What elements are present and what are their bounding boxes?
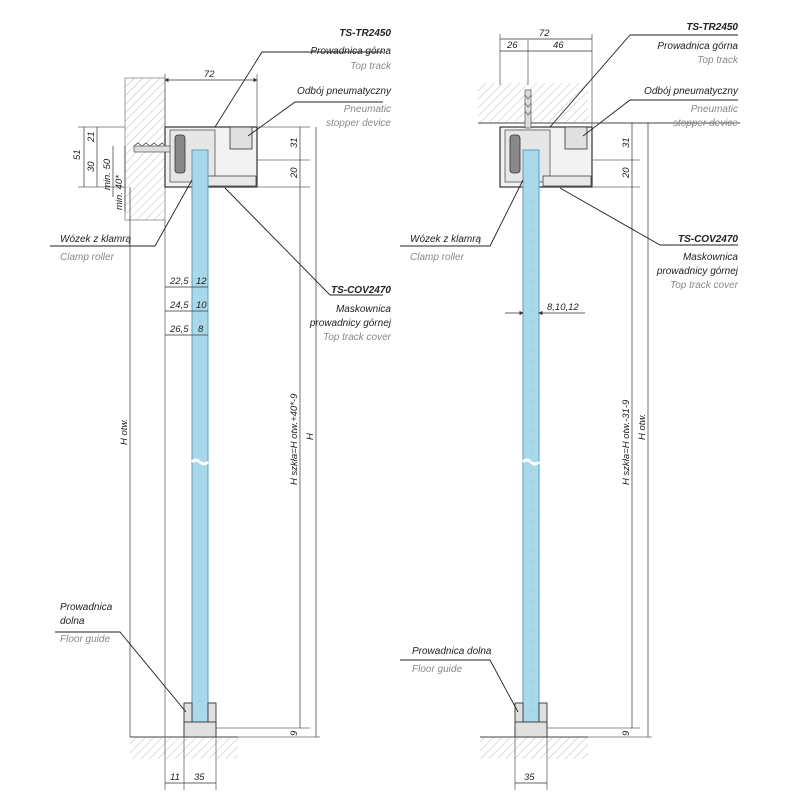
right-cover-pl1: Maskownica	[683, 252, 738, 263]
right-floor-guide-pl: Prowadnica dolna	[412, 646, 492, 657]
right-floor	[480, 737, 588, 759]
left-dim-h: H	[305, 433, 316, 440]
right-cover-pl2: prowadnicy górnej	[656, 266, 739, 277]
left-glass-panel	[191, 149, 209, 724]
left-dim-72: 72	[204, 69, 215, 80]
right-dim-hotw: H otw.	[637, 414, 648, 440]
right-dim-glass: 8,10,12	[547, 302, 579, 313]
right-stopper-en1: Pneumatic	[691, 104, 738, 115]
left-cover-pl2: prowadnicy górnej	[309, 318, 392, 329]
right-glass-panel	[522, 149, 540, 724]
left-clamp-roller-pl: Wózek z klamrą	[60, 234, 132, 245]
left-dim-min40: min. 40*	[114, 175, 125, 210]
left-dim-20: 20	[289, 167, 300, 179]
left-dim-10: 10	[196, 300, 207, 311]
right-clamp-roller-en: Clamp roller	[410, 252, 465, 263]
right-dim-35: 35	[524, 772, 535, 783]
right-cover-en: Top track cover	[670, 280, 739, 291]
left-cover-pl1: Maskownica	[336, 304, 391, 315]
left-clamp-roller-en: Clamp roller	[60, 252, 115, 263]
left-dim-12: 12	[196, 276, 207, 287]
right-dim-9: 9	[621, 730, 632, 736]
left-drawing: 72 51 21 30 min. 50 min. 40* 31 20 22,5 …	[50, 28, 392, 790]
right-dim-26: 26	[506, 40, 518, 51]
left-dim-26-5: 26,5	[169, 324, 189, 335]
left-dim-21: 21	[86, 131, 97, 143]
right-clamp-roller-pl: Wózek z klamrą	[410, 234, 482, 245]
left-dim-8: 8	[198, 324, 204, 335]
right-dim-31: 31	[621, 137, 632, 148]
left-floor-guide-pl2: dolna	[60, 616, 85, 627]
left-dim-30: 30	[86, 161, 97, 172]
right-ceiling	[478, 83, 588, 123]
left-dim-31: 31	[289, 137, 300, 148]
left-stopper-pl: Odbój pneumatyczny	[297, 86, 392, 97]
left-dim-51: 51	[72, 149, 83, 160]
left-dim-min50: min. 50	[102, 158, 113, 190]
left-dim-35: 35	[194, 772, 205, 783]
left-floor-guide	[183, 702, 217, 738]
right-top-track-pl: Prowadnica górna	[657, 41, 738, 52]
right-top-track-en: Top track	[697, 55, 739, 66]
right-dim-20: 20	[621, 167, 632, 179]
left-stopper-en1: Pneumatic	[344, 104, 391, 115]
right-stopper-pl: Odbój pneumatyczny	[644, 86, 739, 97]
left-stopper-en2: stopper device	[326, 118, 391, 129]
left-dim-11: 11	[170, 772, 180, 783]
left-top-track-code: TS-TR2450	[339, 28, 391, 39]
left-floor-guide-pl1: Prowadnica	[60, 602, 113, 613]
left-cover-code: TS-COV2470	[331, 285, 391, 296]
left-dim-22-5: 22,5	[169, 276, 189, 287]
right-cover-code: TS-COV2470	[678, 234, 738, 245]
left-top-track-en: Top track	[350, 61, 392, 72]
left-floor-guide-en: Floor guide	[60, 634, 110, 645]
left-dim-24-5: 24,5	[169, 300, 189, 311]
right-stopper-en2: stopper device	[673, 118, 738, 129]
right-dim-hglass: H szkła=H otw.-31-9	[621, 399, 632, 485]
left-dim-hglass: H szkła=H otw.+40*-9	[289, 393, 300, 485]
left-dim-9: 9	[289, 730, 300, 736]
right-floor-guide-en: Floor guide	[412, 664, 462, 675]
right-dim-72: 72	[539, 28, 550, 39]
right-dim-46: 46	[553, 40, 564, 51]
left-cover-en: Top track cover	[323, 332, 392, 343]
left-dim-hotw: H otw.	[119, 419, 130, 445]
right-top-track-code: TS-TR2450	[686, 22, 738, 33]
right-floor-guide	[514, 702, 548, 738]
right-drawing: 72 26 46 31 20 8,10,12 H szkła=H otw.-31…	[400, 22, 740, 790]
left-top-track-pl: Prowadnica górna	[310, 46, 391, 57]
